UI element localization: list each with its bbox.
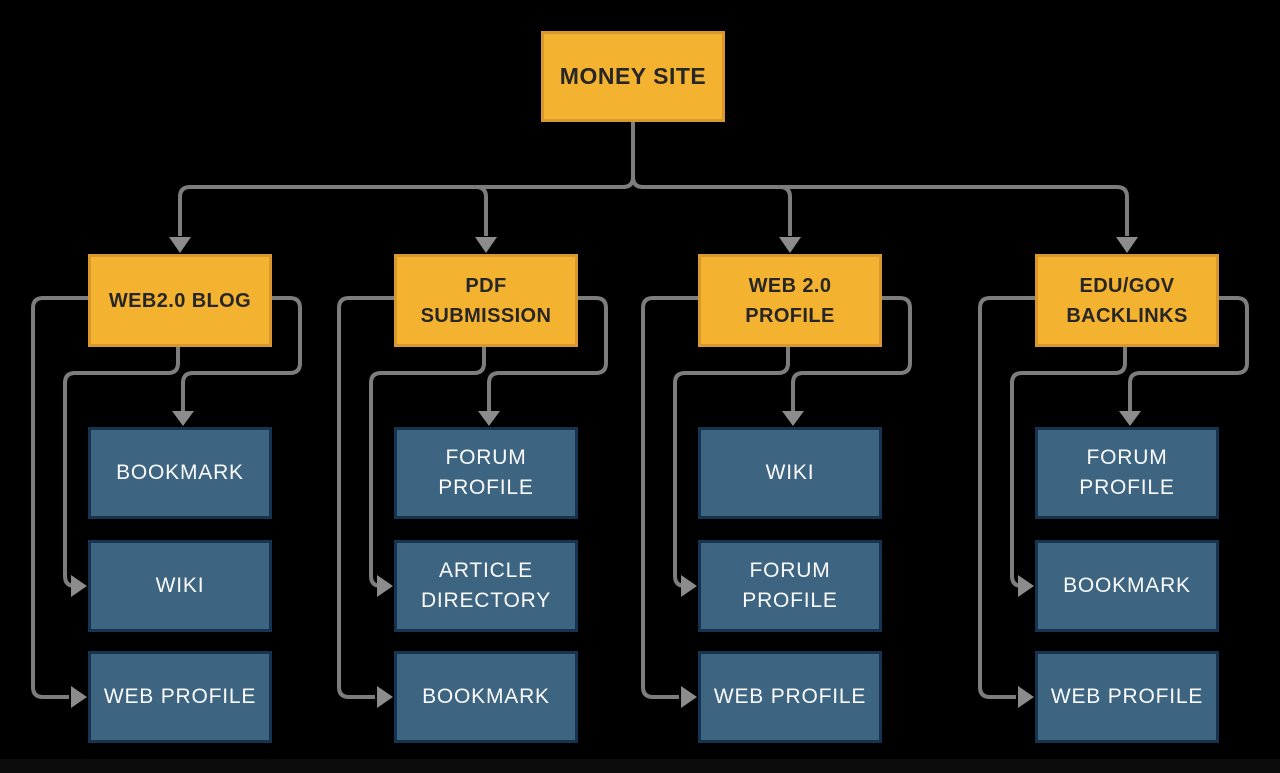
arrowhead-icon	[71, 575, 87, 597]
connector	[178, 122, 635, 236]
connector	[1128, 296, 1249, 411]
web-profile-box-3: WEB PROFILE	[698, 651, 882, 743]
web20-blog-box: WEB2.0 BLOG	[88, 254, 272, 347]
money-site-box: MONEY SITE	[541, 31, 725, 122]
bottom-edge-shadow	[0, 759, 1280, 773]
web20-profile-box: WEB 2.0 PROFILE	[698, 254, 882, 347]
arrowhead-icon	[681, 575, 697, 597]
web-profile-box-4: WEB PROFILE	[1035, 651, 1219, 743]
connector	[475, 185, 488, 236]
arrowhead-icon	[1018, 575, 1034, 597]
web20-blog-label: WEB2.0 BLOG	[108, 289, 252, 312]
arrowhead-icon	[475, 237, 497, 253]
bookmark-box-2: BOOKMARK	[394, 651, 578, 743]
web-profile-label-3: WEB PROFILE	[713, 684, 867, 708]
connector	[779, 185, 792, 236]
bookmark-label-2: BOOKMARK	[422, 684, 550, 708]
forum-profile-box-2: FORUM PROFILE	[394, 427, 578, 519]
arrowhead-icon	[779, 237, 801, 253]
connector	[978, 296, 1035, 699]
arrowhead-icon	[1018, 686, 1034, 708]
edu-gov-backlinks-box: EDU/GOV BACKLINKS	[1035, 254, 1219, 347]
connector	[63, 347, 180, 588]
arrowhead-icon	[478, 411, 500, 426]
bookmark-box-1: BOOKMARK	[88, 427, 272, 519]
forum-profile-box-4: FORUM PROFILE	[1035, 427, 1219, 519]
arrowhead-icon	[169, 237, 191, 253]
connector	[1010, 347, 1127, 588]
connector	[673, 347, 790, 588]
arrowhead-icon	[377, 686, 393, 708]
arrowhead-icon	[71, 686, 87, 708]
arrowhead-icon	[1116, 237, 1138, 253]
connector	[337, 296, 394, 699]
arrowhead-icon	[681, 686, 697, 708]
wiki-label-1: WIKI	[155, 573, 205, 597]
connector	[641, 296, 698, 699]
forum-profile-box-3: FORUM PROFILE	[698, 540, 882, 632]
arrowhead-icon	[782, 411, 804, 426]
wiki-box-3: WIKI	[698, 427, 882, 519]
connector	[369, 347, 486, 588]
article-directory-label: ARTICLE DIRECTORY	[420, 558, 552, 612]
wiki-box-1: WIKI	[88, 540, 272, 632]
connector	[181, 296, 302, 411]
forum-profile-label-3: FORUM PROFILE	[742, 558, 838, 612]
arrowhead-icon	[1119, 411, 1141, 426]
money-site-label: MONEY SITE	[559, 63, 707, 90]
connector	[487, 296, 608, 411]
connector	[631, 122, 1129, 236]
wiki-label-3: WIKI	[765, 460, 815, 484]
forum-profile-label-2: FORUM PROFILE	[438, 445, 534, 499]
pdf-submission-box: PDF SUBMISSION	[394, 254, 578, 347]
bookmark-box-4: BOOKMARK	[1035, 540, 1219, 632]
bookmark-label-4: BOOKMARK	[1063, 573, 1191, 597]
web20-profile-label: WEB 2.0 PROFILE	[745, 274, 835, 327]
web-profile-box-1: WEB PROFILE	[88, 651, 272, 743]
web-profile-label-1: WEB PROFILE	[103, 684, 257, 708]
bookmark-label-1: BOOKMARK	[116, 460, 244, 484]
article-directory-box: ARTICLE DIRECTORY	[394, 540, 578, 632]
connector	[791, 296, 912, 411]
forum-profile-label-4: FORUM PROFILE	[1079, 445, 1175, 499]
arrowhead-icon	[377, 575, 393, 597]
connector	[31, 296, 88, 699]
pdf-submission-label: PDF SUBMISSION	[420, 274, 552, 327]
arrowhead-icon	[172, 411, 194, 426]
edu-gov-backlinks-label: EDU/GOV BACKLINKS	[1066, 274, 1188, 327]
web-profile-label-4: WEB PROFILE	[1050, 684, 1204, 708]
